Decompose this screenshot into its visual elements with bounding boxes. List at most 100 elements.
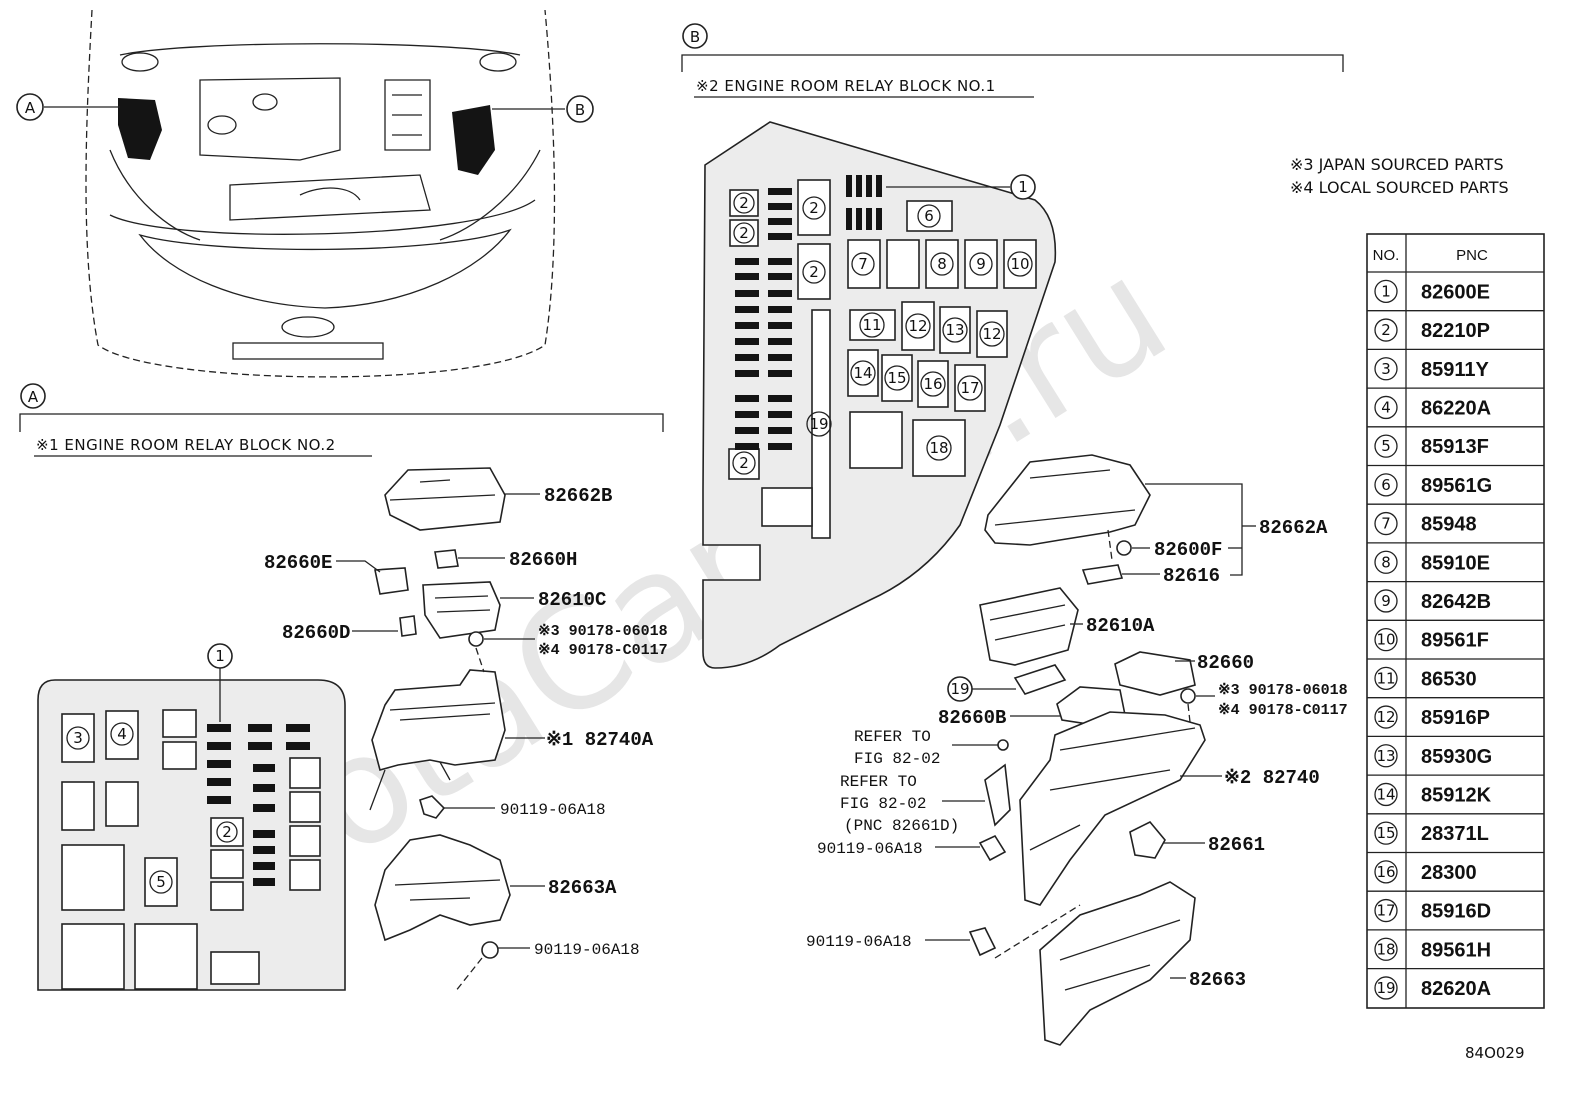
num-circle-b17	[957, 375, 983, 401]
engine-cap-2	[252, 93, 278, 111]
table-row-pnc: 86530	[1421, 668, 1477, 690]
num-circle-b2e	[732, 451, 756, 475]
num-circle-a5	[149, 870, 173, 894]
part-bolt-a1	[419, 795, 446, 819]
table-row-number: 12	[1376, 708, 1395, 726]
slot-b2a	[729, 189, 759, 217]
part-82740	[1019, 711, 1206, 906]
label-b-bolt1: 90119-06A18	[817, 840, 923, 858]
num-b19: 19	[809, 415, 828, 433]
table-row-pnc: 85916P	[1421, 707, 1490, 729]
part-82663A-detail	[394, 879, 501, 901]
table-row-pnc: 85911Y	[1421, 359, 1490, 381]
num-b13: 13	[945, 321, 964, 339]
table-row-number: 6	[1381, 476, 1391, 494]
callout-b: B	[575, 101, 585, 119]
part-82660E	[374, 567, 409, 595]
label-a-90178-06018: ※3 90178-06018	[538, 623, 668, 640]
section-b-bracket	[681, 54, 1344, 72]
battery	[384, 79, 431, 151]
part-82610A	[979, 587, 1079, 666]
table-frame	[1366, 233, 1545, 1009]
label-82663A: 82663A	[548, 877, 617, 899]
num-circle-b12b	[979, 321, 1005, 347]
table-row-number: 18	[1376, 940, 1395, 958]
section-b-letter: B	[690, 28, 700, 46]
leader-82662A	[1145, 483, 1243, 576]
part-bolt-b2	[968, 927, 997, 957]
num-circle-b6	[917, 204, 941, 228]
fuse-strips-a	[207, 724, 310, 886]
table-row-number-circle	[1374, 279, 1398, 304]
table-row-number-circle	[1374, 976, 1398, 1000]
part-82662A-detail	[994, 469, 1136, 526]
slot-b7-blank	[886, 239, 920, 289]
part-82660D	[399, 615, 417, 637]
num-b2a: 2	[739, 194, 749, 212]
slot-b16	[917, 360, 949, 408]
num-a2: 2	[222, 823, 232, 841]
slot-a1	[162, 709, 197, 738]
table-row-number-circle	[1374, 821, 1398, 845]
part-82740A-detail	[369, 702, 496, 811]
slot-b12b	[976, 310, 1008, 358]
dash-b-3	[994, 904, 1081, 959]
num-circle-b19-callout	[947, 676, 973, 702]
table-row-number: 14	[1376, 785, 1395, 803]
label-b-90178-C0117: ※4 90178-C0117	[1218, 702, 1348, 719]
table-row-number: 5	[1381, 437, 1391, 455]
num-b11: 11	[862, 316, 881, 334]
table-header-no: NO.	[1373, 247, 1400, 264]
num-b9: 9	[976, 255, 986, 273]
table-row-pnc: 82642B	[1421, 591, 1491, 613]
table-row-number-circle	[1374, 782, 1398, 807]
part-82610C-detail	[434, 595, 491, 613]
num-b2c: 2	[809, 199, 819, 217]
slot-b-blank	[849, 411, 903, 469]
front-grille-area	[138, 228, 512, 309]
hood-edge	[109, 199, 536, 235]
section-a-marker	[20, 383, 46, 409]
license-plate	[232, 342, 384, 360]
section-b-marker	[682, 23, 708, 49]
table-row-pnc: 89561H	[1421, 939, 1491, 961]
slot-b18	[912, 419, 966, 477]
num-circle-b2a	[733, 192, 755, 214]
table-row-number: 3	[1381, 360, 1391, 378]
num-circle-b11	[859, 312, 885, 338]
part-82660H	[434, 549, 459, 569]
part-82620A	[1013, 664, 1067, 695]
table-row-number-circle	[1374, 395, 1398, 420]
callout-b-circle	[566, 95, 594, 123]
table-row-number-circle	[1374, 318, 1398, 342]
num-b16: 16	[923, 375, 942, 393]
slot-b-bottom	[761, 487, 813, 527]
num-b12a: 12	[908, 317, 927, 335]
dash-a-2	[454, 957, 483, 993]
table-row-number: 15	[1376, 824, 1395, 842]
part-bolt-b1	[978, 834, 1007, 862]
table-row-number: 17	[1376, 902, 1395, 920]
strut-right	[479, 52, 517, 72]
num-circle-b14	[850, 360, 876, 386]
table-row-pnc: 82600E	[1421, 281, 1490, 303]
num-a4: 4	[117, 725, 127, 743]
table-row-pnc: 82210P	[1421, 320, 1490, 342]
slot-b15	[881, 354, 913, 402]
part-nut-b	[1180, 688, 1196, 704]
num-a5: 5	[156, 873, 166, 891]
table-row-number: 16	[1376, 863, 1395, 881]
slot-2	[210, 817, 244, 847]
label-82610A: 82610A	[1086, 615, 1155, 637]
part-82740-detail	[1029, 727, 1196, 851]
slot-b6	[906, 200, 953, 232]
part-82616	[1081, 564, 1124, 585]
table-row-number-circle	[1374, 550, 1398, 574]
num-b2e: 2	[739, 454, 749, 472]
slot-a2	[162, 741, 197, 770]
label-a-90178-C0117: ※4 90178-C0117	[538, 642, 668, 659]
table-row-number-circle	[1374, 589, 1398, 613]
table-row-pnc: 28300	[1421, 862, 1477, 884]
num-a3: 3	[73, 729, 83, 747]
table-row-number: 8	[1381, 553, 1391, 571]
